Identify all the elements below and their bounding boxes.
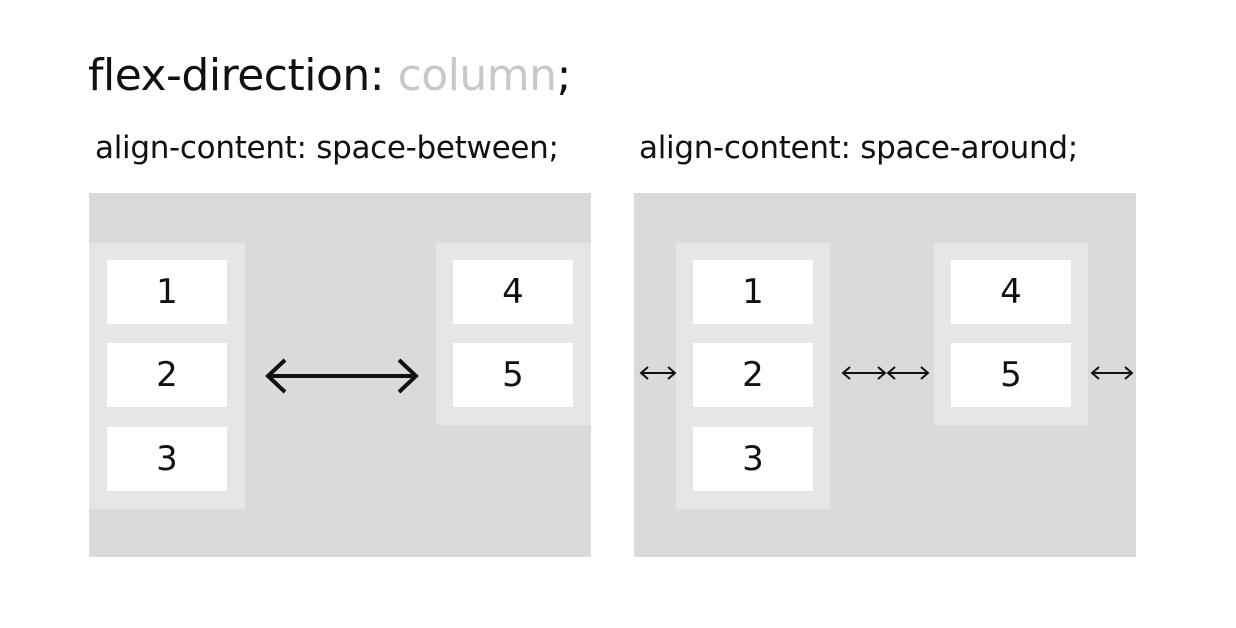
double-arrow-icon	[1090, 366, 1134, 380]
flex-item-5: 5	[951, 343, 1071, 407]
flex-line-2: 4 5	[934, 243, 1088, 425]
heading-terminator: ;	[556, 50, 572, 101]
flex-line-1: 1 2 3	[89, 243, 245, 509]
flex-container-space-around: 1 2 3 4 5	[634, 193, 1136, 557]
double-arrow-icon	[265, 358, 419, 394]
heading-value: column	[397, 50, 557, 101]
flex-item-4: 4	[453, 260, 573, 324]
flex-item-1: 1	[693, 260, 813, 324]
flex-item-5: 5	[453, 343, 573, 407]
double-arrow-icon	[639, 366, 677, 380]
heading-property: flex-direction:	[88, 50, 385, 101]
panel-label-space-between: align-content: space-between;	[95, 130, 559, 166]
flex-item-4: 4	[951, 260, 1071, 324]
flex-container-space-between: 1 2 3 4 5	[89, 193, 591, 557]
double-arrow-icon	[886, 366, 930, 380]
double-arrow-icon	[841, 366, 887, 380]
panel-label-space-around: align-content: space-around;	[639, 130, 1078, 166]
flex-item-1: 1	[107, 260, 227, 324]
page-title: flex-direction: column;	[88, 46, 571, 106]
flex-item-3: 3	[693, 427, 813, 491]
flex-item-3: 3	[107, 427, 227, 491]
flex-line-2: 4 5	[436, 243, 591, 425]
flex-item-2: 2	[107, 343, 227, 407]
flex-line-1: 1 2 3	[676, 243, 830, 509]
flex-item-2: 2	[693, 343, 813, 407]
